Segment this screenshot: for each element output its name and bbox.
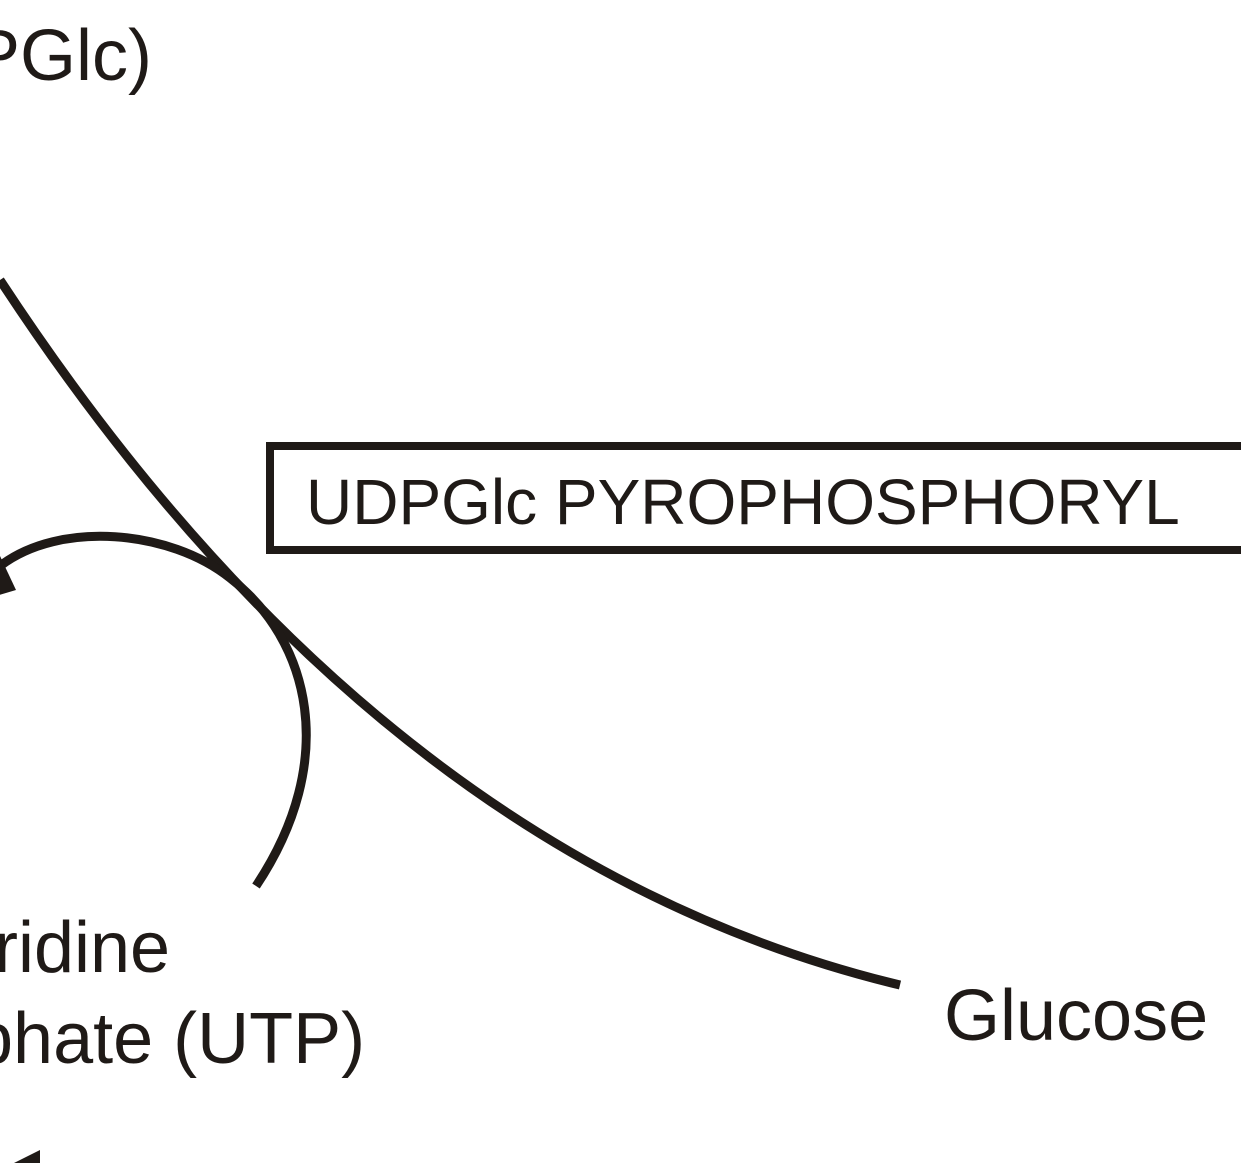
udpglc-label: PGlc) xyxy=(0,16,152,96)
utp-cofactor-arc xyxy=(0,531,311,889)
main-reaction-curve xyxy=(0,277,902,990)
enzyme-label: UDPGlc PYROPHOSPHORYL xyxy=(306,466,1180,538)
bottom-arrowhead-fragment xyxy=(14,1150,40,1163)
enzyme-box xyxy=(266,442,1241,554)
utp-label-line1: ridine xyxy=(0,908,171,988)
glucose-label: Glucose xyxy=(944,976,1209,1056)
utp-arrowhead xyxy=(0,556,16,595)
utp-label-line2: phate (UTP) xyxy=(0,999,366,1079)
